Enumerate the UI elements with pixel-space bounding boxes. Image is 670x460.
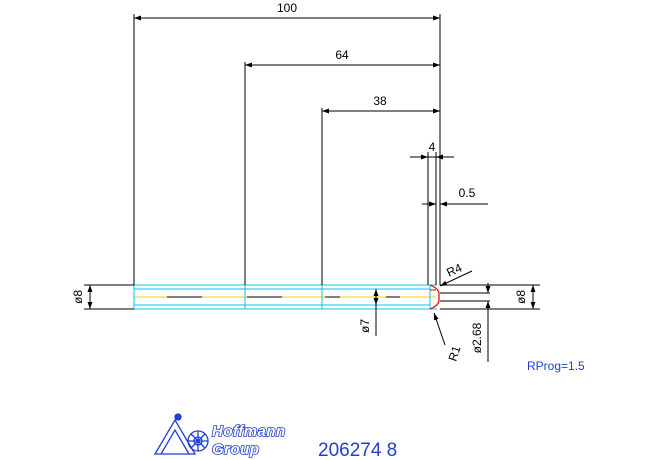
- rprog-note: RProg=1.5: [527, 359, 585, 373]
- dim-overall-length: 100: [277, 1, 297, 15]
- tip-profile: [429, 284, 440, 310]
- dim-radius-r4: R4: [444, 260, 464, 279]
- dim-diameter-left: ø8: [71, 290, 85, 304]
- body-outline: [133, 284, 437, 310]
- hoffmann-group-logo: Hoffmann Group: [153, 413, 286, 459]
- extension-lines: [84, 14, 540, 310]
- vertical-dimensions: [87, 283, 536, 362]
- dim-diameter-right: ø8: [514, 290, 528, 304]
- horizontal-dimensions: [134, 15, 488, 207]
- dim-length-4: 4: [429, 140, 436, 154]
- logo-emblem-icon: [153, 413, 209, 455]
- radius-leaders: [433, 270, 473, 346]
- dim-diameter-7: ø7: [358, 319, 372, 333]
- dim-length-38: 38: [373, 94, 387, 108]
- logo-text-line1: Hoffmann: [212, 423, 286, 440]
- dim-length-0-5: 0.5: [459, 186, 476, 200]
- dim-diameter-2-68: ø2.68: [470, 322, 484, 353]
- part-number: 206274 8: [318, 440, 397, 460]
- part-body: [133, 284, 440, 310]
- logo-text-line2: Group: [212, 441, 260, 458]
- dim-radius-r1: R1: [446, 344, 464, 363]
- dim-length-64: 64: [335, 48, 349, 62]
